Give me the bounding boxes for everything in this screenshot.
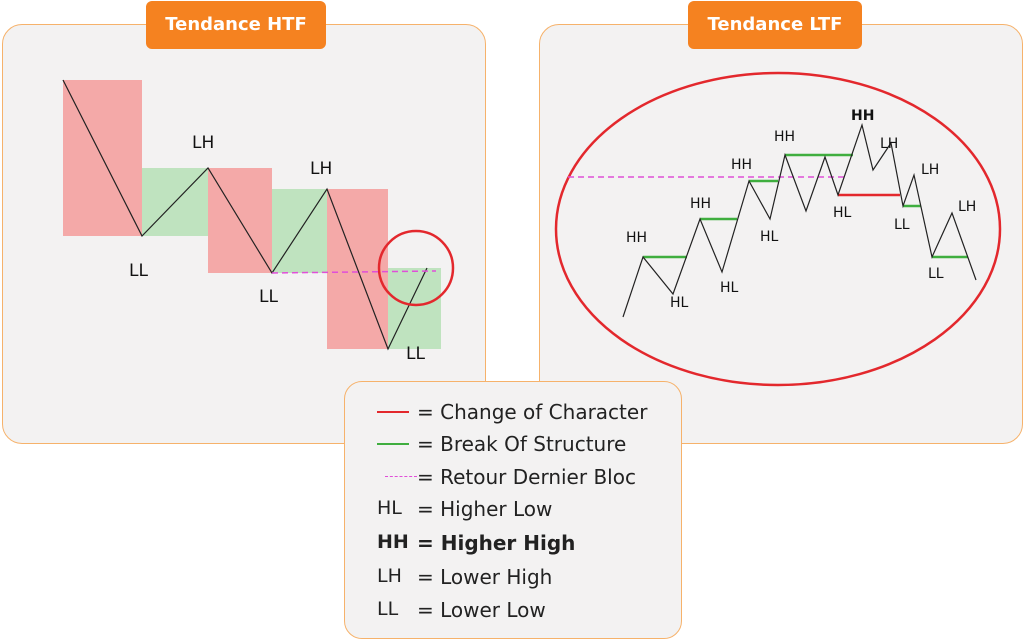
legend-abbr: HL xyxy=(377,497,402,519)
htf-label-lh-2: LH xyxy=(310,159,332,179)
ltf-label-hh-5: HH xyxy=(851,108,874,124)
legend-abbr-box: HH xyxy=(377,528,417,558)
legend-abbr: LH xyxy=(377,565,402,587)
htf-highlight-circle xyxy=(377,229,455,307)
legend-text: = Break Of Structure xyxy=(417,432,627,456)
ltf-label-lh-1: LH xyxy=(880,136,898,152)
legend: = Change of Character = Break Of Structu… xyxy=(344,381,682,639)
ltf-label-lh-3: LH xyxy=(958,199,976,215)
htf-bullish-block-3 xyxy=(388,268,441,349)
ltf-bos-lines xyxy=(643,153,968,259)
legend-row-hh: HH = Higher High xyxy=(345,528,675,558)
ltf-label-ll-1: LL xyxy=(894,217,910,233)
ltf-label-lh-2: LH xyxy=(921,162,939,178)
legend-text: = Retour Dernier Bloc xyxy=(417,465,636,489)
legend-magenta-dash-icon xyxy=(385,462,425,492)
htf-label-lh-1: LH xyxy=(192,133,214,153)
legend-text: = Lower Low xyxy=(417,598,546,622)
legend-row-bos: = Break Of Structure xyxy=(345,429,675,459)
legend-text: = Higher High xyxy=(417,531,576,555)
ltf-price-path xyxy=(622,122,977,318)
ltf-label-hl-3: HL xyxy=(760,229,779,245)
legend-row-lh: LH = Lower High xyxy=(345,562,675,592)
ltf-label-hh-1: HH xyxy=(626,230,647,246)
ltf-highlight-ellipse xyxy=(554,71,1002,387)
legend-text: = Higher Low xyxy=(417,497,553,521)
ltf-label-hl-4: HL xyxy=(833,205,852,221)
legend-red-line-icon xyxy=(377,397,417,427)
legend-abbr-box: LH xyxy=(377,562,417,592)
legend-green-line-icon xyxy=(377,429,417,459)
ltf-label-hl-1: HL xyxy=(670,295,689,311)
legend-abbr-box: LL xyxy=(377,595,417,625)
legend-abbr-box: HL xyxy=(377,494,417,524)
ltf-label-ll-2: LL xyxy=(928,266,944,282)
htf-retour-line xyxy=(271,270,437,274)
ltf-label-hh-3: HH xyxy=(731,157,752,173)
legend-abbr: HH xyxy=(377,531,409,553)
htf-label-ll-2: LL xyxy=(259,287,278,307)
htf-title-tab: Tendance HTF xyxy=(146,1,326,49)
htf-label-ll-1: LL xyxy=(129,261,148,281)
legend-text: = Change of Character xyxy=(417,400,648,424)
legend-abbr: LL xyxy=(377,598,399,620)
ltf-label-hh-4: HH xyxy=(774,129,795,145)
ltf-label-hh-2: HH xyxy=(690,196,711,212)
ltf-label-hl-2: HL xyxy=(720,280,739,296)
htf-blocks xyxy=(63,80,441,349)
legend-row-ll: LL = Lower Low xyxy=(345,595,675,625)
legend-row-choch: = Change of Character xyxy=(345,397,675,427)
legend-text: = Lower High xyxy=(417,565,553,589)
ltf-title-tab: Tendance LTF xyxy=(688,1,862,49)
legend-row-hl: HL = Higher Low xyxy=(345,494,675,524)
htf-label-ll-3: LL xyxy=(406,344,425,364)
legend-row-retour: = Retour Dernier Bloc xyxy=(345,462,675,492)
